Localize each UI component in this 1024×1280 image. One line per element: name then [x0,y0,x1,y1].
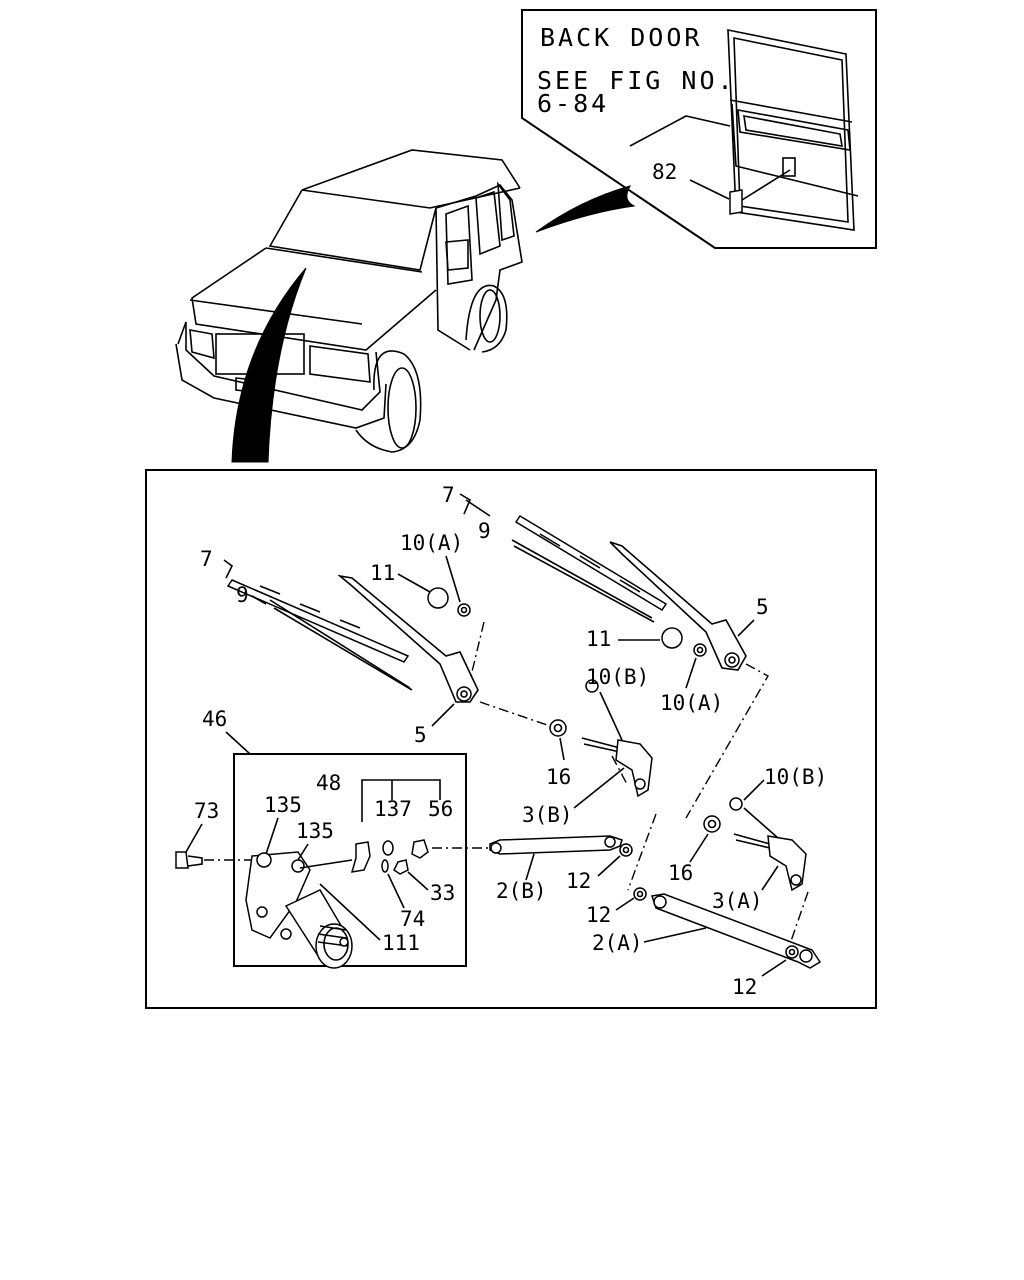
part-10a-nut-left [457,603,471,617]
callout-16-right: 16 [668,861,693,885]
callout-10b-mid: 10(B) [586,665,649,689]
part-11-cap-right [661,627,683,649]
callout-135-a: 135 [264,793,302,817]
part-111-wiper-motor [245,851,353,969]
part-73-bolt [175,851,203,869]
callout-9-right: 9 [478,519,491,543]
part-10a-nut-right [693,643,707,657]
link-2b [489,835,633,857]
callout-82: 82 [652,160,677,184]
callout-56: 56 [428,797,453,821]
callout-12-b: 12 [586,903,611,927]
callout-10b-right: 10(B) [764,765,827,789]
callout-48: 48 [316,771,341,795]
front-wiper-detail: 7 9 5 11 10(A) 7 9 [145,469,877,1009]
callout-9-left: 9 [236,583,249,607]
callout-16-left: 16 [546,765,571,789]
right-wiper-blade [459,493,668,623]
callout-3a: 3(A) [712,889,763,913]
callout-12-a: 12 [566,869,591,893]
pointer-arrow-front [231,267,307,463]
link-2a [633,887,822,969]
callout-111: 111 [382,931,420,955]
callout-11-right: 11 [586,627,611,651]
back-door-note-line2: SEE FIG NO. [537,66,736,95]
back-door-note-line1: BACK DOOR [540,23,702,52]
callout-2a: 2(A) [592,931,643,955]
callout-46: 46 [202,707,227,731]
callout-135-b: 135 [296,819,334,843]
pivot-3b [549,679,653,798]
callout-7-right: 7 [442,483,455,507]
callout-3b: 3(B) [522,803,573,827]
callout-11-left: 11 [370,561,395,585]
callout-73: 73 [194,799,219,823]
part-137 [382,840,394,856]
callout-10a-right: 10(A) [660,691,723,715]
back-door-illustration [727,29,859,231]
part-74 [381,859,389,873]
callout-5-left: 5 [414,723,427,747]
callout-7-left: 7 [200,547,213,571]
left-wiper-blade [223,559,413,691]
part-56 [411,839,429,859]
back-door-inset: BACK DOOR SEE FIG NO. 6-84 82 [521,9,877,249]
callout-5-right: 5 [756,595,769,619]
right-wiper-arm [609,541,747,671]
callout-33: 33 [430,881,455,905]
part-82-plate [729,189,743,215]
pointer-arrow-back [535,185,636,233]
part-33 [393,859,409,875]
pivot-3a [703,797,807,892]
part-48-bracket [350,841,371,873]
callout-12-c: 12 [732,975,757,999]
callout-10a-top: 10(A) [400,531,463,555]
vehicle-illustration [175,149,636,463]
callout-137: 137 [374,797,412,821]
back-door-note-line3: 6-84 [537,89,609,118]
callout-2b: 2(B) [496,879,547,903]
left-wiper-arm [337,574,479,703]
callout-74: 74 [400,907,425,931]
part-11-cap-left [427,587,449,609]
